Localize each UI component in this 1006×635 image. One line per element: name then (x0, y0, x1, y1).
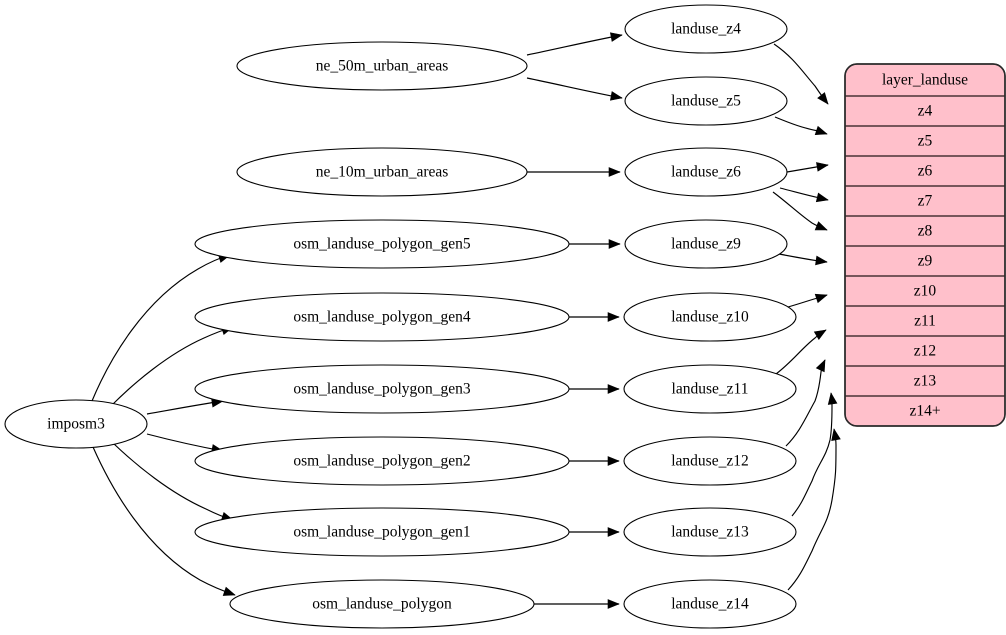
nodes-layer: imposm3 ne_50m_urban_areas ne_10m_urban_ar… (4, 4, 797, 629)
edge-landuse_z5-to-row_z5 (774, 116, 828, 136)
node-shape[interactable] (623, 364, 797, 414)
node-osm_landuse_polygon_gen5[interactable]: osm_landuse_polygon_gen5 (194, 219, 570, 269)
node-landuse_z11[interactable]: landuse_z11 (623, 364, 797, 414)
edges-layer (91, 32, 841, 609)
edge-arrowhead (607, 312, 620, 322)
node-landuse_z10[interactable]: landuse_z10 (623, 292, 797, 342)
edge-landuse_z6-to-row_z8 (772, 191, 828, 231)
edge-arrowhead (607, 384, 620, 394)
edge-ne_10m_urban_areas-to-landuse_z6 (527, 167, 621, 177)
node-shape[interactable] (229, 579, 535, 629)
edge-landuse_z10-to-row_z10 (787, 293, 828, 308)
node-shape[interactable] (236, 41, 528, 91)
edge-arrowhead (609, 32, 623, 42)
edge-arrowhead (815, 359, 826, 373)
edge-line (787, 428, 837, 591)
edge-landuse_z4-to-row_z4 (773, 43, 829, 105)
node-landuse_z5[interactable]: landuse_z5 (624, 76, 788, 126)
edge-arrowhead (222, 586, 236, 596)
edge-osm_landuse_polygon_gen1-to-landuse_z13 (569, 527, 620, 537)
node-ne_50m_urban_areas[interactable]: ne_50m_urban_areas (236, 41, 528, 91)
layer-landuse-table: layer_landusez4z5z6z7z8z9z10z11z12z13z14… (844, 63, 1006, 427)
node-shape[interactable] (623, 436, 797, 486)
edge-osm_landuse_polygon_gen3-to-landuse_z11 (569, 384, 620, 394)
node-shape[interactable] (194, 292, 570, 342)
edge-osm_landuse_polygon_gen2-to-landuse_z12 (569, 456, 620, 466)
edge-osm_landuse_polygon-to-landuse_z14 (534, 599, 620, 609)
edge-imposm3-to-osm_landuse_polygon_gen5 (91, 253, 231, 402)
edge-imposm3-to-osm_landuse_polygon_gen3 (146, 397, 224, 415)
node-shape[interactable] (624, 147, 788, 197)
node-osm_landuse_polygon_gen1[interactable]: osm_landuse_polygon_gen1 (194, 507, 570, 557)
edge-landuse_z6-to-row_z6 (786, 162, 829, 173)
node-shape[interactable] (623, 507, 797, 557)
node-osm_landuse_polygon[interactable]: osm_landuse_polygon (229, 579, 535, 629)
edge-imposm3-to-osm_landuse_polygon (92, 446, 236, 596)
node-shape[interactable] (194, 436, 570, 486)
edge-landuse_z9-to-row_z9 (778, 253, 828, 266)
node-shape[interactable] (623, 579, 797, 629)
edge-landuse_z12-to-row_z12 (785, 359, 826, 447)
node-shape[interactable] (236, 147, 528, 197)
edge-landuse_z6-to-row_z7 (779, 187, 829, 203)
edge-line (526, 77, 623, 99)
edge-imposm3-to-osm_landuse_polygon_gen2 (146, 433, 224, 454)
edge-arrowhead (827, 392, 838, 405)
edge-arrowhead (814, 125, 828, 136)
edge-ne_50m_urban_areas-to-landuse_z4 (526, 32, 623, 56)
edge-arrowhead (814, 293, 828, 304)
edge-line (146, 400, 224, 415)
node-landuse_z4[interactable]: landuse_z4 (624, 4, 788, 54)
node-landuse_z9[interactable]: landuse_z9 (624, 219, 788, 269)
node-shape[interactable] (624, 76, 788, 126)
edge-line (785, 359, 826, 447)
edge-arrowhead (608, 167, 621, 177)
node-shape[interactable] (194, 219, 570, 269)
edge-landuse_z14-to-row_z14 (787, 428, 841, 591)
edge-arrowhead (813, 329, 827, 340)
edge-ne_50m_urban_areas-to-landuse_z5 (526, 77, 623, 101)
node-osm_landuse_polygon_gen2[interactable]: osm_landuse_polygon_gen2 (194, 436, 570, 486)
node-landuse_z14[interactable]: landuse_z14 (623, 579, 797, 629)
node-landuse_z12[interactable]: landuse_z12 (623, 436, 797, 486)
edge-arrowhead (814, 221, 828, 231)
edge-line (526, 34, 623, 56)
edge-osm_landuse_polygon_gen4-to-landuse_z10 (569, 312, 620, 322)
node-imposm3[interactable]: imposm3 (4, 399, 148, 449)
node-shape[interactable] (624, 4, 788, 54)
edge-landuse_z13-to-row_z13 (791, 392, 838, 517)
table-background (844, 63, 1006, 427)
edge-arrowhead (608, 239, 621, 249)
edge-arrowhead (816, 162, 829, 172)
edge-arrowhead (607, 527, 620, 537)
edge-line (791, 392, 833, 517)
edge-line (92, 446, 236, 596)
edge-arrowhead (815, 255, 828, 266)
node-osm_landuse_polygon_gen3[interactable]: osm_landuse_polygon_gen3 (194, 364, 570, 414)
edge-line (146, 433, 224, 452)
edge-arrowhead (817, 92, 829, 105)
node-shape[interactable] (194, 364, 570, 414)
node-shape[interactable] (4, 399, 148, 449)
edge-arrowhead (815, 192, 829, 203)
node-landuse_z13[interactable]: landuse_z13 (623, 507, 797, 557)
node-landuse_z6[interactable]: landuse_z6 (624, 147, 788, 197)
edge-arrowhead (831, 428, 841, 441)
edge-osm_landuse_polygon_gen5-to-landuse_z9 (569, 239, 621, 249)
node-shape[interactable] (623, 292, 797, 342)
node-ne_10m_urban_areas[interactable]: ne_10m_urban_areas (236, 147, 528, 197)
table-outline (844, 63, 1006, 427)
edge-arrowhead (607, 599, 620, 609)
node-shape[interactable] (624, 219, 788, 269)
node-osm_landuse_polygon_gen4[interactable]: osm_landuse_polygon_gen4 (194, 292, 570, 342)
edge-landuse_z11-to-row_z11 (775, 329, 827, 375)
edge-line (91, 254, 231, 402)
edge-arrowhead (607, 456, 620, 466)
edge-arrowhead (609, 91, 623, 101)
node-shape[interactable] (194, 507, 570, 557)
